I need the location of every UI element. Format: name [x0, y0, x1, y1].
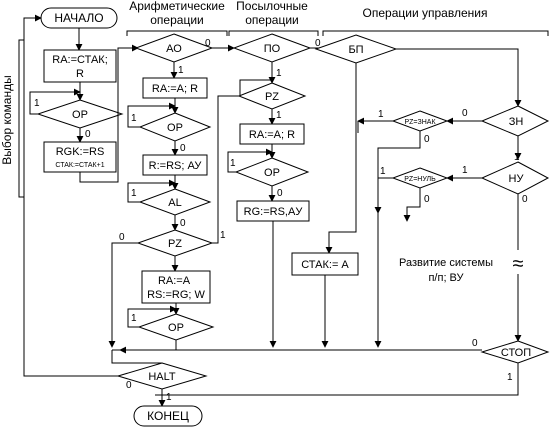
arith-box1-label: RA:=A; R: [152, 83, 198, 95]
line-pznul-0: [403, 188, 421, 222]
arith-box2-label: R:=RS; АУ: [149, 160, 203, 172]
note-line2: п/п; ВУ: [428, 272, 464, 284]
arith-bracket: [126, 30, 228, 36]
shift-header-line2: операции: [245, 13, 298, 27]
po-exit-0: 0: [315, 38, 321, 49]
side-bracket: [18, 39, 24, 198]
arith-header-line2: операции: [150, 13, 203, 27]
line-bp-stak: [325, 63, 357, 254]
line-halt-0: [23, 14, 118, 377]
arith-header-line1: Арифметические: [129, 0, 225, 13]
fetch-op-exit-0: 0: [85, 129, 91, 140]
fetch-op-loop: [29, 88, 81, 115]
shift-pz-exit-1: 1: [276, 110, 282, 121]
side-label: Выбор команды: [0, 75, 14, 164]
line-arith-to-shift: [239, 79, 272, 96]
note-line1: Развитие системы: [399, 257, 493, 269]
halt-exit-0: 0: [126, 380, 132, 391]
halt-label: HALT: [148, 371, 176, 383]
column-headers: Арифметические операции Посылочные опера…: [126, 0, 549, 36]
shift-op-loop-1: 1: [230, 158, 236, 169]
arith-pz-label: PZ: [168, 238, 182, 250]
start-label: НАЧАЛО: [54, 11, 103, 25]
arith-pz-exit-0: 0: [119, 232, 125, 243]
control-bracket: [322, 30, 549, 36]
shift-op-loop: [227, 148, 273, 173]
stop-label: СТОП: [501, 347, 531, 359]
nu-exit-1: 1: [462, 165, 468, 176]
shift-op-label: ОР: [264, 167, 280, 179]
ao-label: АО: [166, 43, 182, 55]
fetch-box2-sub: СТАК:=СТАК+1: [55, 162, 104, 169]
shift-box2-label: RG:=RS,AУ: [244, 206, 304, 218]
zn-exit-0: 0: [462, 108, 468, 119]
shift-op-exit-0: 0: [277, 188, 283, 199]
shift-box1-label: RA:=A; R: [249, 129, 295, 141]
al-loop: [127, 179, 176, 203]
fetch-box1-line2: R: [76, 68, 84, 80]
side-label-group: Выбор команды: [0, 39, 24, 198]
ao-exit-1: 1: [178, 65, 184, 76]
pznul-exit-1: 1: [380, 166, 386, 177]
arith-pz-exit-left: [108, 242, 138, 348]
arith-op1-loop: [127, 102, 176, 128]
line-pzznak-0: [374, 131, 421, 214]
arith-op2-loop: [127, 305, 177, 328]
fetch-op-loop-1: 1: [34, 98, 40, 109]
fetch-op-label: ОР: [72, 109, 88, 121]
pzznak-label: PZ=ЗНАК: [404, 119, 436, 126]
halt-exit-1: 1: [166, 392, 172, 403]
zn-label: ЗН: [509, 116, 524, 128]
stop-exit-0: 0: [472, 338, 478, 349]
line-stop-1: [155, 363, 519, 396]
end-label: КОНЕЦ: [147, 409, 189, 423]
fetch-box2-main: RGK:=RS: [56, 146, 105, 158]
arith-op1-label: ОР: [167, 122, 183, 134]
pzznak-exit-1: 1: [378, 109, 384, 120]
shift-bracket: [228, 30, 319, 36]
nu-exit-0: 0: [522, 194, 528, 205]
arith-op1-exit-0: 0: [180, 143, 186, 154]
approx-symbol: ≈: [513, 253, 524, 275]
arith-op1-loop-1: 1: [131, 113, 137, 124]
al-exit-0: 0: [180, 218, 186, 229]
zn-exit-1: 1: [514, 152, 520, 163]
arith-op2-loop-1: 1: [131, 313, 137, 324]
pznul-exit-0: 0: [424, 194, 430, 205]
pznul-label: PZ=НУЛЬ: [404, 176, 436, 183]
line-fetch-to-ao: [79, 44, 139, 183]
shift-header-line1: Посылочные: [236, 0, 308, 13]
stak-label: СТАК:= А: [301, 259, 349, 271]
arith-box3-line2: RS:=RG; W: [147, 289, 205, 301]
stop-exit-1: 1: [507, 372, 513, 383]
bp-label: БП: [348, 44, 363, 56]
arith-pz-exit-1: 1: [220, 230, 226, 241]
shift-pz-label: PZ: [265, 91, 279, 103]
control-header: Операции управления: [363, 6, 488, 20]
po-label: ПО: [264, 43, 281, 55]
arith-pz-exit-right: [212, 95, 240, 244]
fetch-box1-line1: RA:=СТАК;: [52, 54, 108, 66]
end-terminal: [133, 405, 203, 427]
po-exit-1: 1: [276, 68, 282, 79]
arith-box3-line1: RA:=A: [158, 275, 191, 287]
al-label: AL: [168, 197, 181, 209]
line-bp-zn: [396, 48, 522, 107]
nu-label: НУ: [509, 173, 525, 185]
pzznak-exit-0: 0: [424, 134, 430, 145]
arith-op2-label: ОР: [168, 322, 184, 334]
fetch-box2: [43, 141, 117, 173]
al-loop-1: 1: [131, 188, 137, 199]
ao-exit-0: 0: [205, 38, 211, 49]
